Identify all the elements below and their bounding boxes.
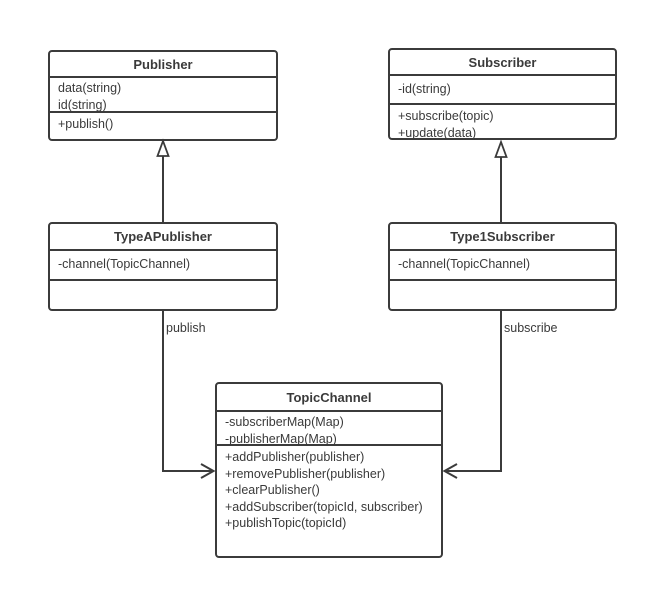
attribute: -publisherMap(Map) <box>225 431 337 446</box>
class-methods-subscriber: +subscribe(topic) +update(data) <box>390 105 615 141</box>
attribute: -subscriberMap(Map) <box>225 415 344 429</box>
attribute: -channel(TopicChannel) <box>58 257 191 271</box>
method: +publishTopic(topicId) <box>225 516 347 530</box>
class-methods-topicchannel: +addPublisher(publisher) +removePublishe… <box>217 446 441 556</box>
attribute: data(string) <box>58 81 122 95</box>
method: +subscribe(topic) <box>398 109 494 123</box>
method: +publish() <box>58 117 114 131</box>
class-attributes-type1subscriber: -channel(TopicChannel) <box>390 251 615 281</box>
method: +removePublisher(publisher) <box>225 466 386 481</box>
class-title-typeapublisher: TypeAPublisher <box>50 224 276 251</box>
class-attributes-publisher: data(string) id(string) <box>50 78 276 113</box>
class-title-subscriber: Subscriber <box>390 50 615 76</box>
method: +addPublisher(publisher) <box>225 450 365 464</box>
attribute: -id(string) <box>398 82 451 96</box>
class-box-topicchannel[interactable]: TopicChannel -subscriberMap(Map) -publis… <box>215 382 443 558</box>
method: +addSubscriber(topicId, subscriber) <box>225 499 423 514</box>
attribute: -channel(TopicChannel) <box>398 257 531 271</box>
class-attributes-topicchannel: -subscriberMap(Map) -publisherMap(Map) <box>217 412 441 446</box>
class-methods-type1subscriber <box>390 281 615 309</box>
class-attributes-typeapublisher: -channel(TopicChannel) <box>50 251 276 281</box>
class-box-publisher[interactable]: Publisher data(string) id(string) +publi… <box>48 50 278 141</box>
association-arrow-publish[interactable]: publish <box>162 311 216 479</box>
class-title-topicchannel: TopicChannel <box>217 384 441 412</box>
class-title-publisher: Publisher <box>50 52 276 78</box>
method: +update(data) <box>398 125 477 140</box>
generalization-arrow-typeapublisher-publisher[interactable] <box>156 138 170 222</box>
method: +clearPublisher() <box>225 483 320 497</box>
class-title-type1subscriber: Type1Subscriber <box>390 224 615 251</box>
edge-label-subscribe: subscribe <box>504 321 558 335</box>
attribute: id(string) <box>58 97 107 112</box>
association-arrow-subscribe[interactable]: subscribe <box>442 311 558 479</box>
class-box-type1subscriber[interactable]: Type1Subscriber -channel(TopicChannel) <box>388 222 617 311</box>
class-methods-typeapublisher <box>50 281 276 309</box>
class-box-typeapublisher[interactable]: TypeAPublisher -channel(TopicChannel) <box>48 222 278 311</box>
generalization-arrow-type1subscriber-subscriber[interactable] <box>494 139 508 222</box>
edge-label-publish: publish <box>166 321 206 335</box>
class-box-subscriber[interactable]: Subscriber -id(string) +subscribe(topic)… <box>388 48 617 140</box>
class-methods-publisher: +publish() <box>50 113 276 139</box>
class-attributes-subscriber: -id(string) <box>390 76 615 105</box>
